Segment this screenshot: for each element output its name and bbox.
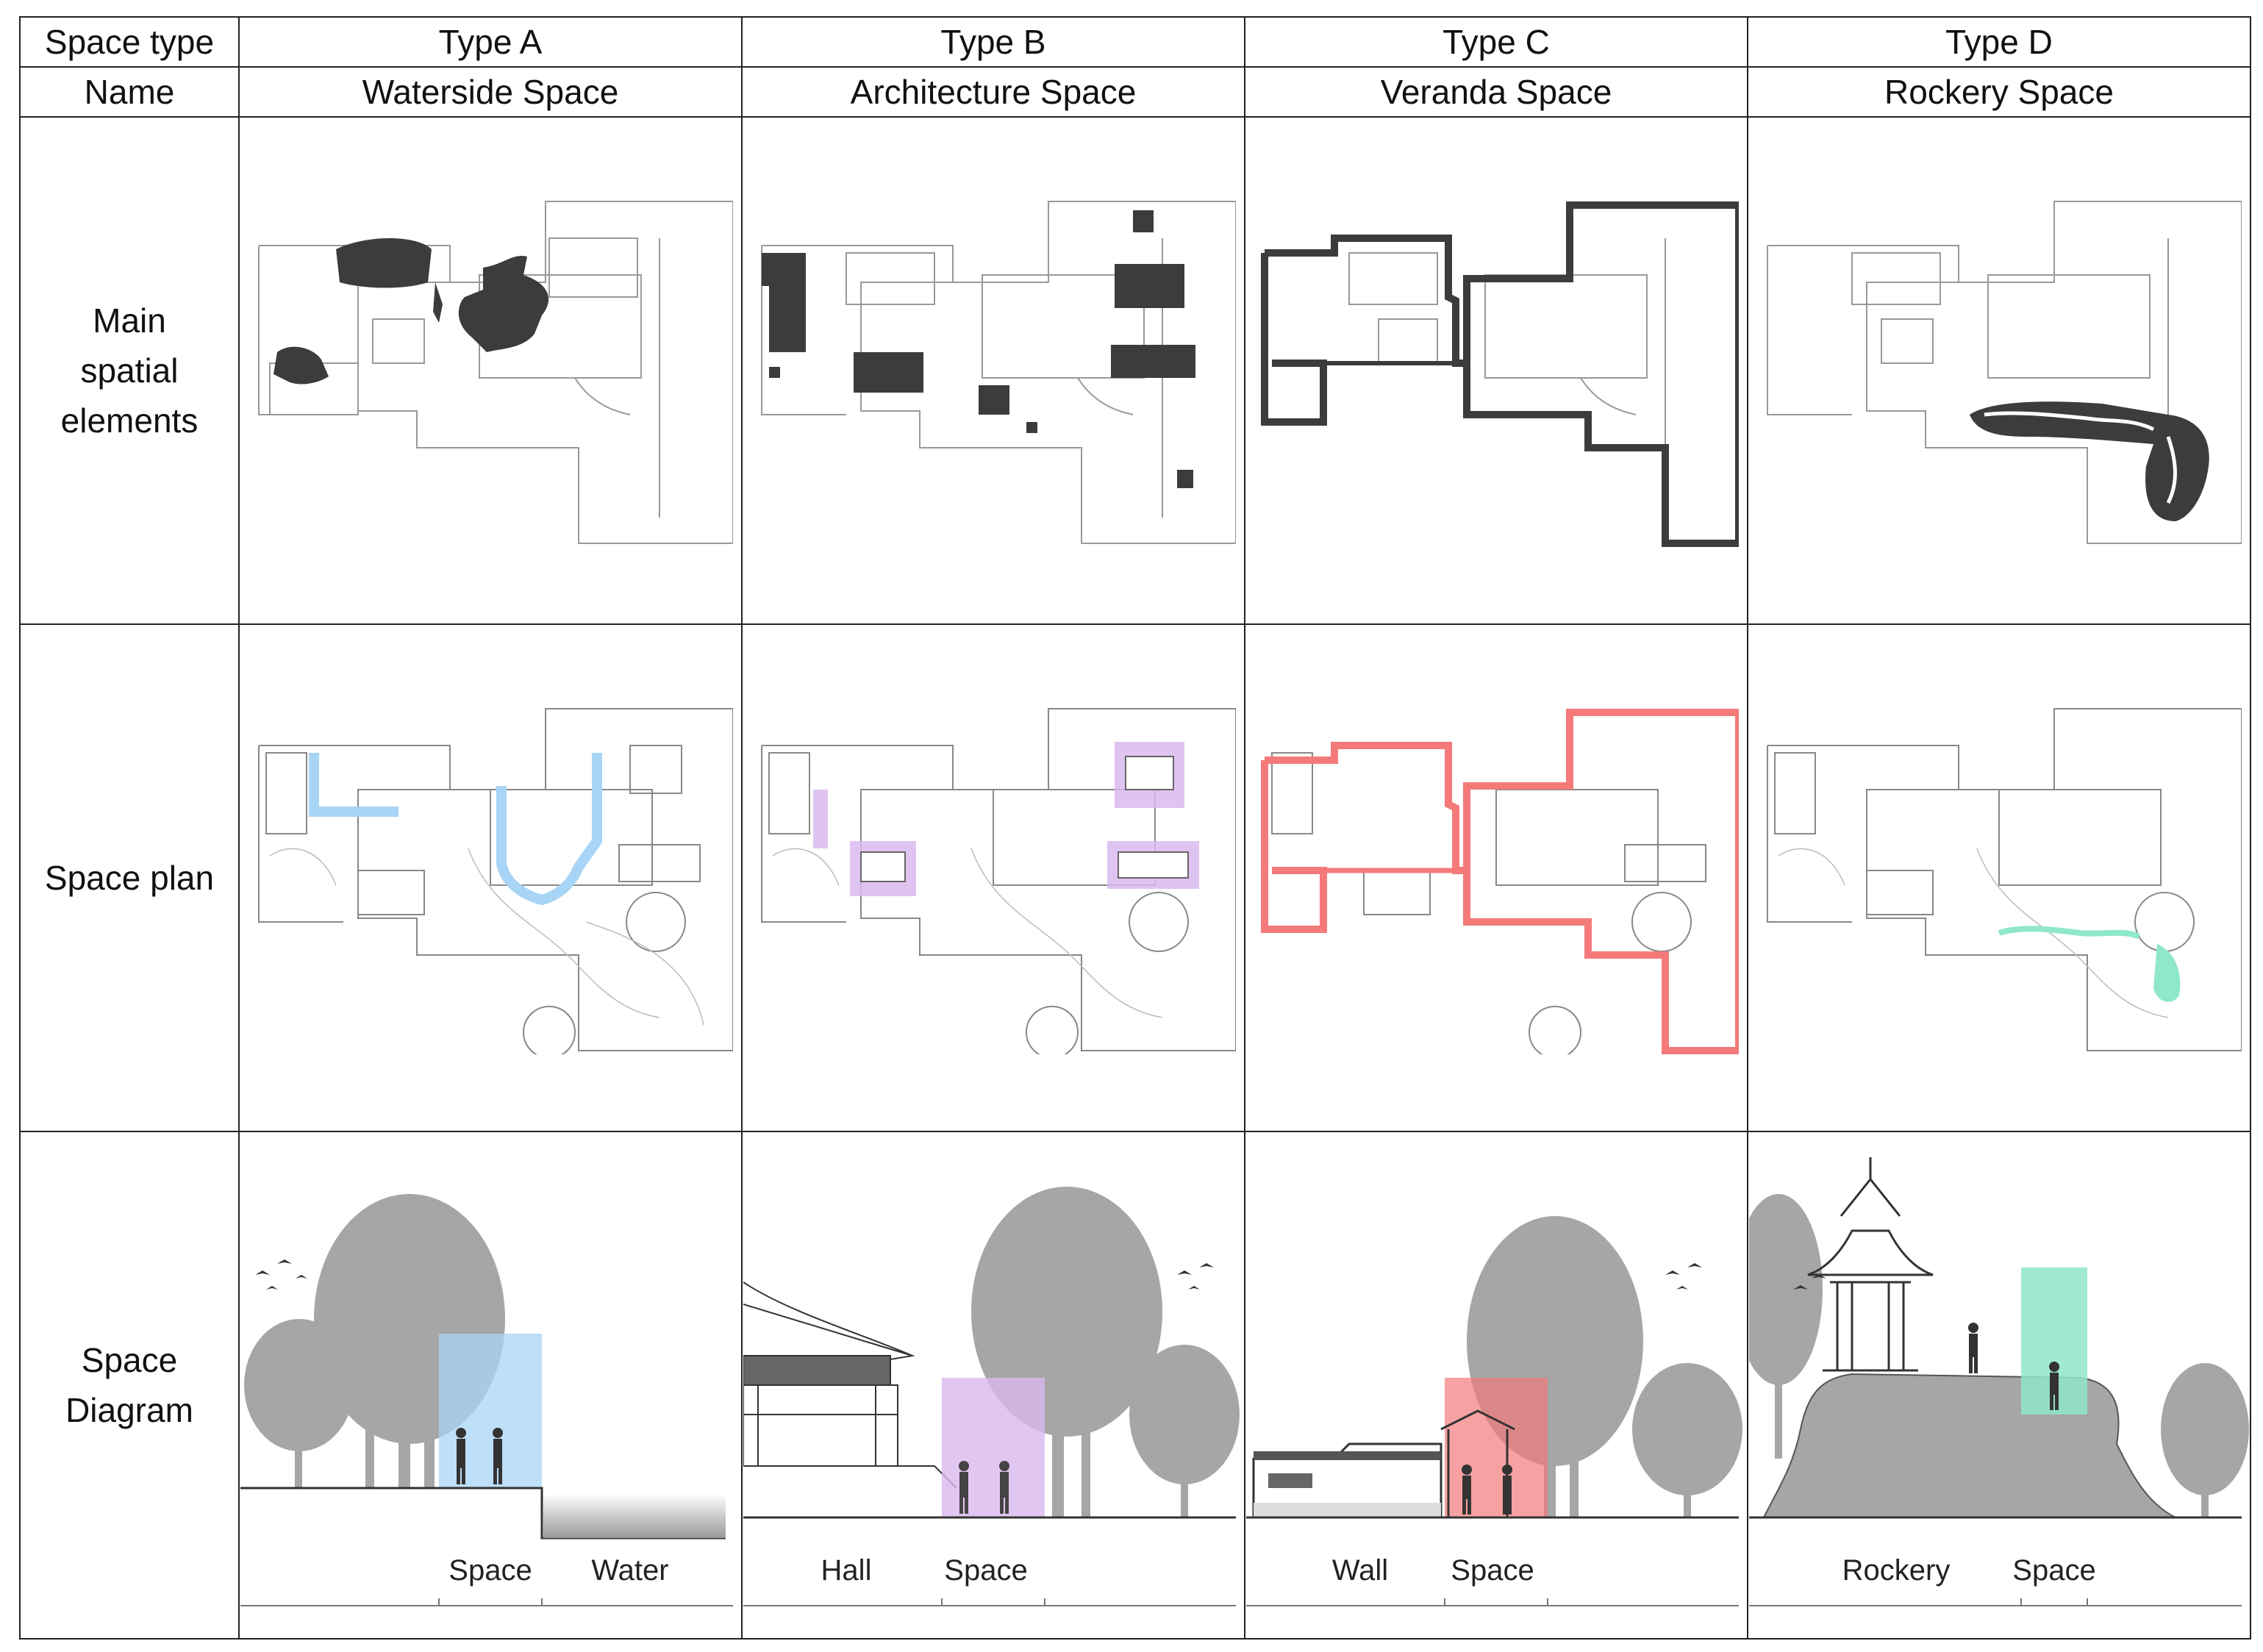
space-volume-highlight <box>439 1334 542 1488</box>
rockery-plan-svg <box>1756 701 2242 1054</box>
space-type-label: Space type <box>20 17 239 67</box>
veranda-right <box>1467 205 1739 543</box>
space-plan-label: Space plan <box>20 624 239 1131</box>
building-1 <box>762 253 806 286</box>
type-c-elements-plan <box>1245 117 1748 624</box>
architecture-space-name: Architecture Space <box>742 67 1245 117</box>
name-label: Name <box>20 67 239 117</box>
rockery-elements-svg <box>1756 194 2242 547</box>
type-d-elements-plan <box>1748 117 2251 624</box>
building-10 <box>1177 470 1193 488</box>
architecture-diagram-svg: Hall Space <box>743 1135 1243 1635</box>
building-4 <box>854 352 923 393</box>
rockery-text: Rockery <box>1842 1554 1951 1587</box>
garden-outline <box>259 201 733 543</box>
type-c-space-plan <box>1245 624 1748 1131</box>
space-type-table: Space type Type A Type B Type C Type D N… <box>19 16 2251 1640</box>
wall-text: Wall <box>1332 1554 1388 1587</box>
space-diagram-label: Space Diagram <box>20 1131 239 1639</box>
space-volume-highlight <box>1445 1378 1548 1517</box>
rockery-mass <box>1764 1374 2176 1517</box>
building-8 <box>979 385 1009 415</box>
scale-line <box>240 1598 733 1606</box>
veranda-space-name: Veranda Space <box>1245 67 1748 117</box>
rockery-space-name: Rockery Space <box>1748 67 2251 117</box>
building-9 <box>1026 422 1037 433</box>
building-3 <box>769 367 780 378</box>
type-b-space-plan <box>742 624 1245 1131</box>
rockery-diagram-svg: Rockery Space <box>1749 1135 2249 1635</box>
water-pond-top <box>336 238 432 288</box>
type-c-space-diagram: Wall Space <box>1245 1131 1748 1639</box>
wall-drawing <box>1254 1444 1441 1517</box>
space-text: Space <box>944 1554 1027 1587</box>
scale-line <box>743 1598 1236 1606</box>
type-a-elements-plan <box>239 117 742 624</box>
veranda-lower-left <box>1265 253 1323 422</box>
scale-line <box>1246 1598 1739 1606</box>
type-c-header: Type C <box>1245 17 1748 67</box>
hall-text: Hall <box>821 1554 872 1587</box>
building-2 <box>769 286 806 352</box>
type-a-header: Type A <box>239 17 742 67</box>
building-6 <box>1115 264 1184 308</box>
pavilion-drawing <box>1808 1157 1933 1370</box>
type-b-space-diagram: Hall Space <box>742 1131 1245 1639</box>
waterside-elements-svg <box>248 194 733 547</box>
water-pond-left <box>274 347 329 385</box>
bird-icons <box>255 1259 307 1290</box>
type-a-space-plan <box>239 624 742 1131</box>
waterside-diagram-svg: Space Water <box>240 1135 740 1635</box>
main-spatial-elements-label: Main spatial elements <box>20 117 239 624</box>
water-elements <box>274 238 548 385</box>
veranda-elements-svg <box>1254 194 1739 547</box>
type-d-space-diagram: Rockery Space <box>1748 1131 2251 1639</box>
veranda-left <box>1265 238 1463 363</box>
type-d-header: Type D <box>1748 17 2251 67</box>
space-volume-highlight <box>942 1378 1045 1517</box>
architecture-plan-svg <box>751 701 1236 1054</box>
veranda-plan-svg <box>1254 701 1739 1054</box>
waterside-space-name: Waterside Space <box>239 67 742 117</box>
water-text: Water <box>591 1554 668 1587</box>
type-d-space-plan <box>1748 624 2251 1131</box>
space-text: Space <box>2012 1554 2095 1587</box>
hall-drawing <box>743 1282 957 1488</box>
type-b-header: Type B <box>742 17 1245 67</box>
waterside-plan-svg <box>248 701 733 1054</box>
water-body <box>543 1494 726 1538</box>
water-stream <box>433 282 443 323</box>
building-5 <box>1133 210 1154 232</box>
veranda-elements <box>1265 205 1739 543</box>
space-text: Space <box>1451 1554 1534 1587</box>
waterside-path-highlight <box>314 753 597 900</box>
rockery-path-highlight <box>1999 929 2180 1001</box>
space-text: Space <box>448 1554 532 1587</box>
type-a-space-diagram: Space Water <box>239 1131 742 1639</box>
type-b-elements-plan <box>742 117 1245 624</box>
architecture-elements-svg <box>751 194 1236 547</box>
water-pond-main <box>459 256 548 352</box>
building-elements <box>762 210 1195 488</box>
building-7 <box>1111 345 1195 378</box>
scale-line <box>1749 1598 2242 1606</box>
veranda-diagram-svg: Wall Space <box>1246 1135 1746 1635</box>
